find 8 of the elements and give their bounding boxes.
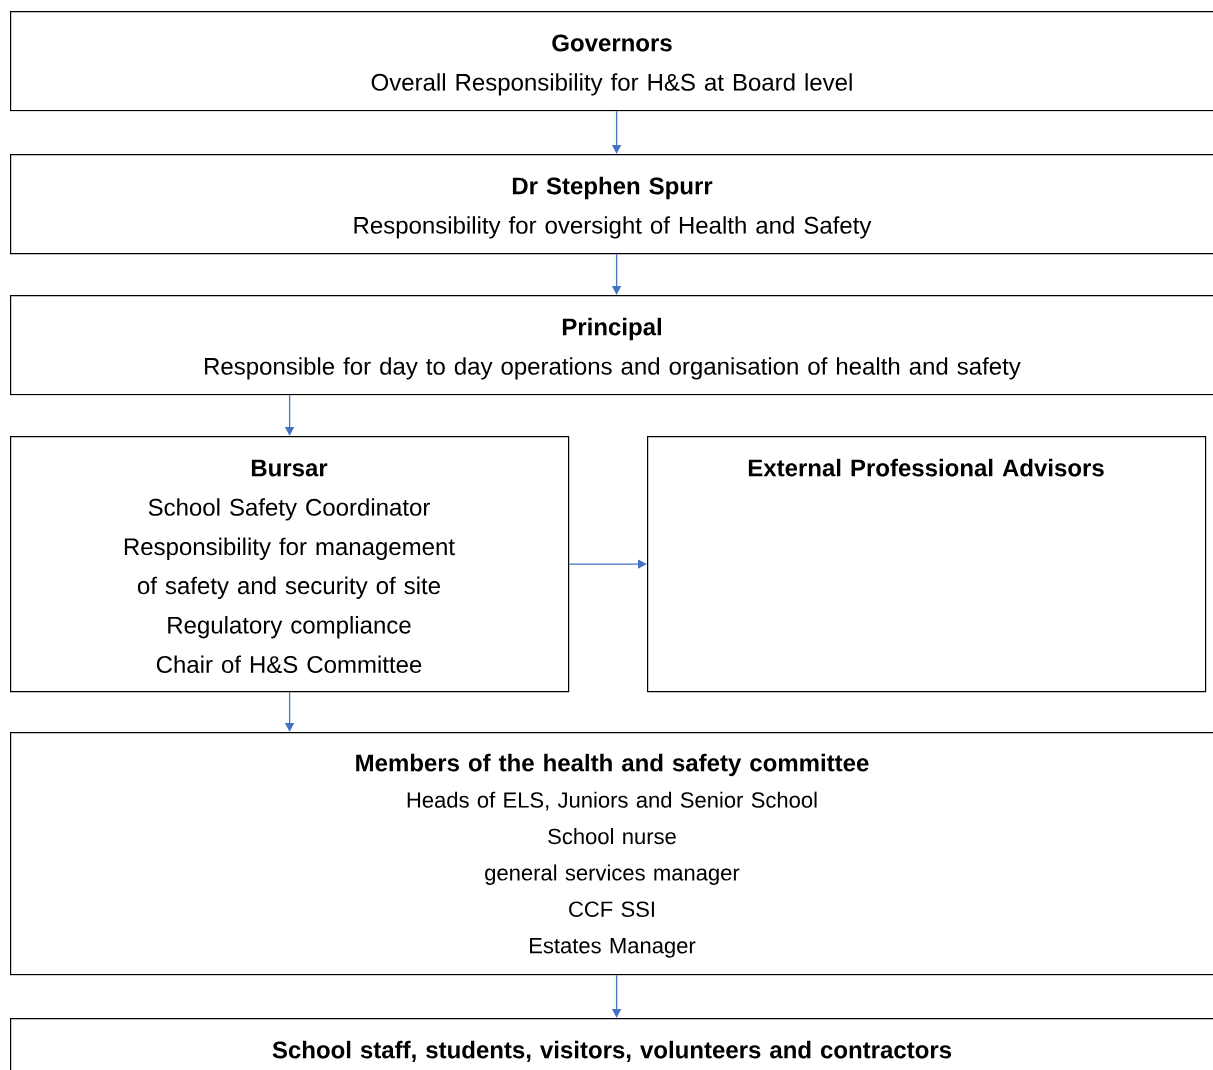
org-box: Governors Overall Responsibility for H&S at Board level: [10, 11, 1213, 112]
org-box: Members of the health and safety committee Heads of ELS, Juniors and Senior School School nurse general services manager CCF SSI Estates Manager: [10, 732, 1213, 976]
org-box: Principal Responsible for day to day operations and organisation of health and safety: [10, 295, 1213, 396]
org-box: Bursar School Safety Coordinator Responsibility for management of safety and security of site Regulatory compliance Chair of H&S Committee: [10, 436, 570, 693]
org-box: External Professional Advisors: [647, 436, 1207, 693]
org-box: School staff, students, visitors, volunteers and contractors: [10, 1018, 1213, 1070]
org-box: Dr Stephen Spurr Responsibility for oversight of Health and Safety: [10, 154, 1213, 255]
arrow: [568, 559, 647, 569]
